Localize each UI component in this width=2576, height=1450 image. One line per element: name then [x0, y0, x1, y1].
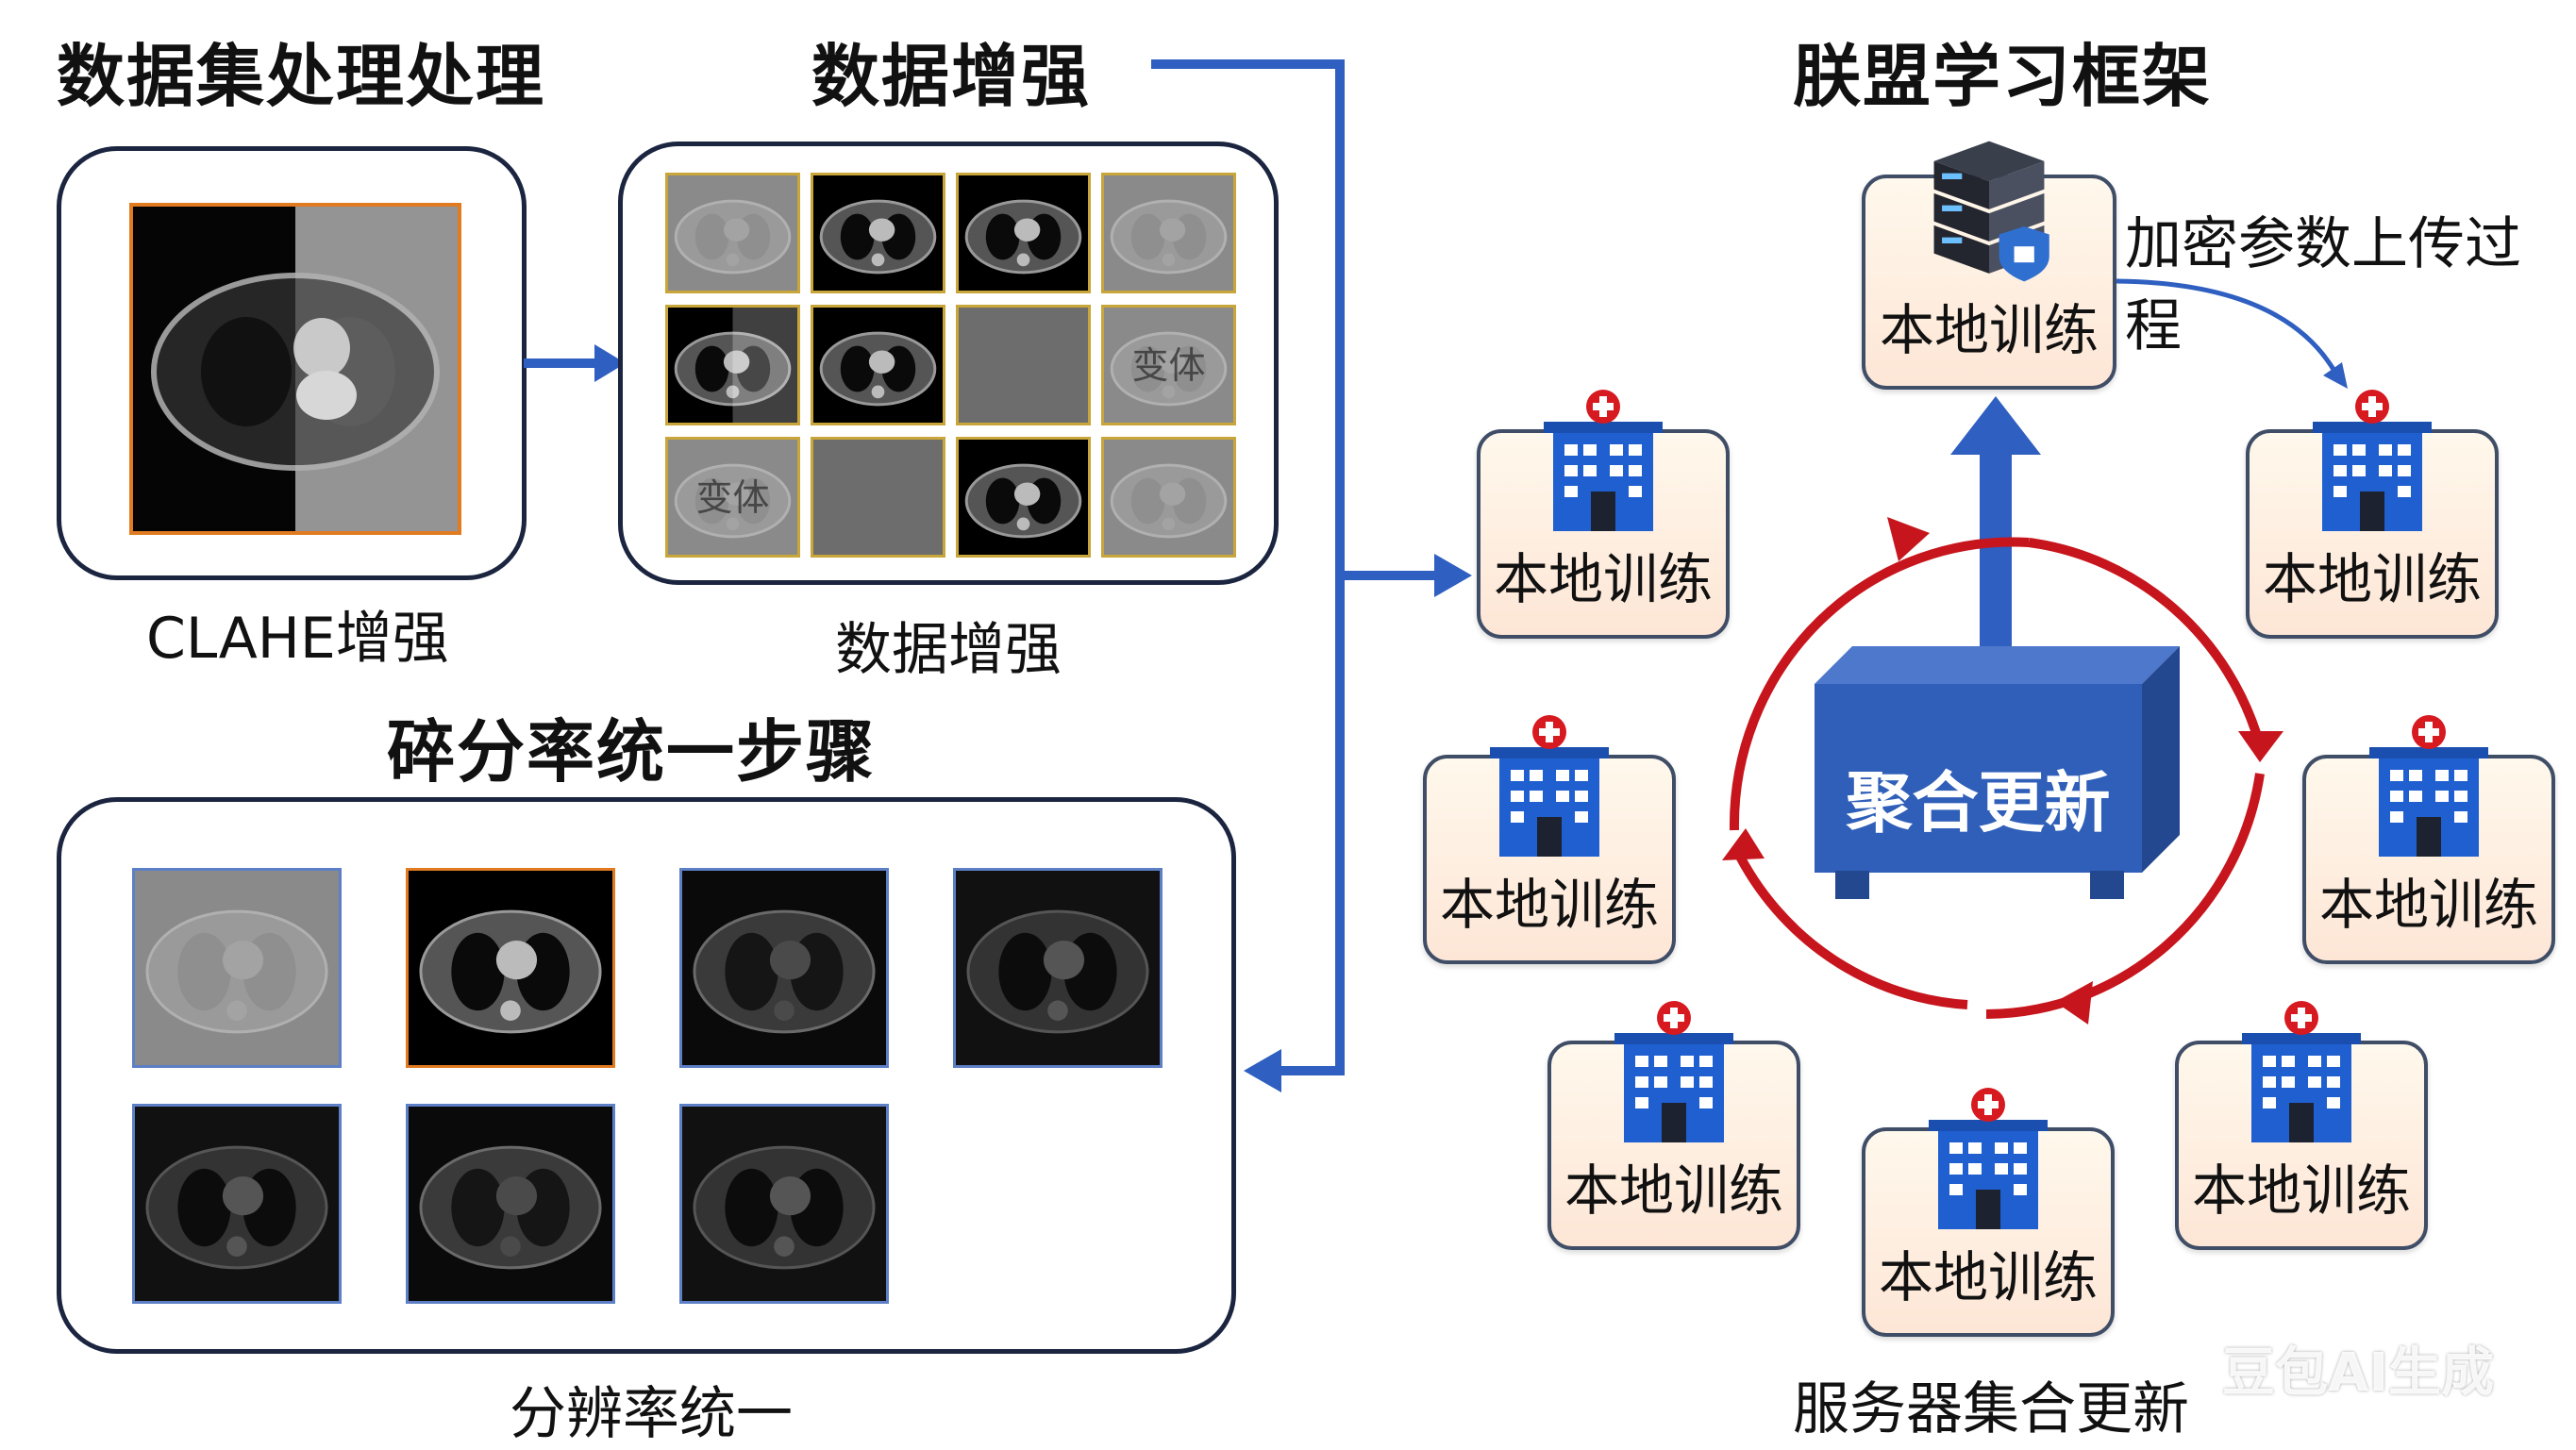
aggregate-to-server-arrow — [1950, 396, 2041, 651]
hospital-icon — [1929, 1088, 2048, 1229]
resolution-title: 碎分率统一步骤 — [387, 712, 877, 792]
dataset-processing-title: 数据集处理处理 — [57, 37, 546, 116]
hospital-node-label: 本地训练 — [1564, 1158, 1783, 1223]
hospital-node: 本地训练 — [1862, 1088, 2115, 1337]
hospital-node: 本地训练 — [2246, 390, 2499, 639]
hospital-icon — [1490, 715, 1609, 857]
hospital-node: 本地训练 — [2302, 715, 2555, 964]
clahe-caption: CLAHE增强 — [146, 606, 449, 672]
watermark: 豆包AI生成 — [2222, 1342, 2495, 1404]
red-cross-icon — [2284, 1001, 2318, 1035]
hospital-icon — [1614, 1001, 1733, 1142]
augment-thumbnail: 变体 — [1101, 305, 1236, 425]
augmentation-grid: 变体 变体 — [665, 173, 1241, 559]
augment-thumbnail — [811, 437, 945, 558]
resolution-caption: 分辨率统一 — [510, 1381, 793, 1447]
resolution-thumbnail — [406, 1104, 615, 1304]
svg-text:变体: 变体 — [695, 477, 769, 520]
augmentation-title: 数据增强 — [811, 37, 1092, 116]
red-cross-icon — [1971, 1088, 2005, 1122]
red-cross-icon — [2355, 390, 2389, 424]
cycle-arrowhead — [2055, 981, 2093, 1025]
aggregate-box — [1815, 646, 2180, 899]
red-cross-icon — [1657, 1001, 1691, 1035]
augment-thumbnail — [956, 437, 1091, 558]
cycle-arrowhead — [1722, 828, 1765, 860]
ct-scan-split-image — [133, 207, 458, 531]
server-update-caption: 服务器集合更新 — [1793, 1376, 2189, 1442]
server-stack-icon — [1933, 141, 2049, 282]
resolution-thumbnail — [406, 868, 615, 1068]
resolution-thumbnail — [953, 868, 1163, 1068]
augment-thumbnail — [956, 173, 1091, 293]
upload-label: 加密参数上传过程 — [2125, 211, 2521, 359]
cycle-arrowhead — [2238, 731, 2283, 762]
svg-text:变体: 变体 — [1131, 345, 1205, 388]
hospital-node: 本地训练 — [1547, 1001, 1800, 1250]
augment-caption: 数据增强 — [835, 617, 1062, 683]
augment-thumbnail — [811, 305, 945, 425]
hospital-icon — [2369, 715, 2488, 857]
hospital-node: 本地训练 — [2175, 1001, 2428, 1250]
hospital-node-label: 本地训练 — [2262, 547, 2482, 611]
resolution-thumbnail — [132, 868, 342, 1068]
clahe-image — [129, 203, 461, 535]
hospital-node: 本地训练 — [1423, 715, 1676, 964]
resolution-grid — [132, 868, 1170, 1311]
hospital-icon — [2313, 390, 2432, 531]
augment-thumbnail — [1101, 437, 1236, 558]
hospital-node-label: 本地训练 — [1439, 873, 1659, 937]
red-cross-icon — [1586, 390, 1620, 424]
server-node: 本地训练 — [1862, 141, 2116, 390]
hospital-node-label: 本地训练 — [2191, 1158, 2411, 1223]
augment-thumbnail: 变体 — [665, 437, 800, 558]
resolution-panel — [57, 797, 1236, 1354]
red-cross-icon — [2412, 715, 2446, 749]
server-node-label: 本地训练 — [1879, 298, 2099, 362]
hospital-node-label: 本地训练 — [2318, 873, 2538, 937]
red-cross-icon — [1532, 715, 1566, 749]
clahe-panel — [57, 146, 527, 580]
hospital-icon — [2242, 1001, 2361, 1142]
augment-thumbnail — [811, 173, 945, 293]
augment-thumbnail — [665, 173, 800, 293]
augment-thumbnail — [665, 305, 800, 425]
aggregate-label: 聚合更新 — [1846, 764, 2111, 842]
federated-framework-title: 朕盟学习框架 — [1793, 37, 2213, 116]
resolution-thumbnail — [679, 868, 889, 1068]
resolution-thumbnail — [132, 1104, 342, 1304]
augmentation-panel: 变体 变体 — [618, 142, 1279, 585]
cycle-arrowhead — [1887, 517, 1930, 561]
clahe-to-augment-arrow — [524, 344, 626, 382]
shield-lock-icon — [1999, 225, 2049, 282]
augment-thumbnail — [956, 305, 1091, 425]
hospital-node: 本地训练 — [1477, 390, 1730, 639]
resolution-thumbnail — [679, 1104, 889, 1304]
hospital-node-label: 本地训练 — [1878, 1245, 2098, 1309]
hospital-node-label: 本地训练 — [1493, 547, 1713, 611]
hospital-icon — [1544, 390, 1663, 531]
augment-thumbnail — [1101, 173, 1236, 293]
